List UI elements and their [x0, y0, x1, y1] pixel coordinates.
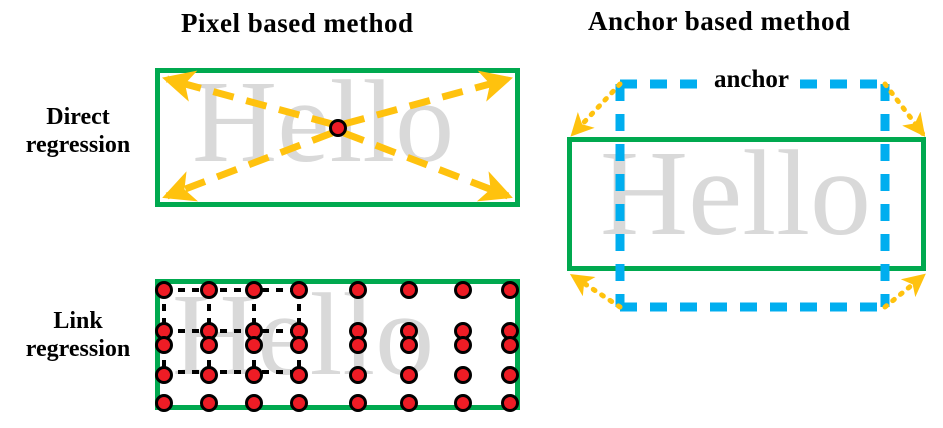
direct-regression-label-line2: regression: [25, 131, 131, 158]
anchor-based-method-title: Anchor based method: [588, 6, 851, 36]
offset-arrow-top-right: [882, 81, 926, 137]
ground-truth-box-direct: [155, 68, 520, 207]
link-regression-label-line2: regression: [25, 335, 131, 362]
direct-regression-row-label: Direct regression: [3, 104, 153, 160]
watermark-hello-anchor: Hello: [600, 126, 872, 261]
offset-arrow-bottom-left: [569, 273, 623, 310]
ground-truth-box-anchor: [567, 137, 926, 271]
direct-regression-label-line1: Direct: [46, 104, 110, 130]
anchor-text-label: anchor: [706, 66, 797, 94]
link-regression-label-line1: Link: [53, 308, 103, 334]
pixel-based-method-title: Pixel based method: [181, 8, 414, 38]
link-regression-row-label: Link regression: [3, 308, 153, 364]
offset-arrow-bottom-right: [882, 273, 926, 310]
ground-truth-box-link: [155, 279, 520, 410]
